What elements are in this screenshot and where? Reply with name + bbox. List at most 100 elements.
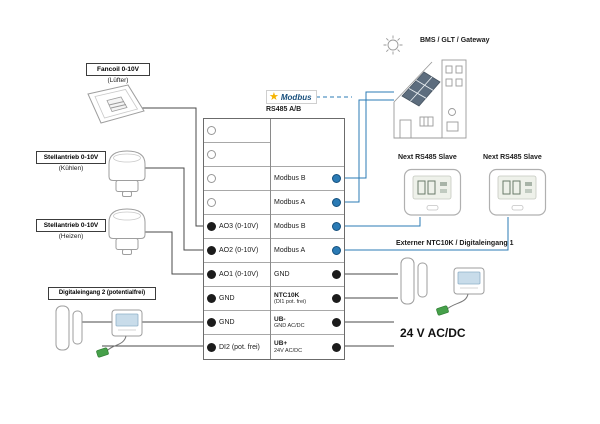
terminal-dot [207,270,216,279]
door-contact-left-illustration [55,305,143,358]
terminal-row-modbus-b2: Modbus B [271,215,344,239]
terminal-row-modbus-b: Modbus B [271,167,344,191]
modbus-star-icon: ★ [269,90,279,103]
terminal-label: GND [219,295,235,302]
terminal-dot [207,222,216,231]
bms-building-illustration [393,59,467,139]
terminal-row-spare [204,167,270,191]
door-contact-bar [417,262,428,298]
terminal-label: GND [274,271,290,278]
rs485-label: RS485 A/B [266,106,302,113]
actuator-dome [108,208,146,239]
terminal-dot [332,222,341,231]
sensor-cable [105,335,127,353]
fancoil-sublabel: (Lüfter) [107,76,129,84]
terminal-column-left: AO3 (0-10V) AO2 (0-10V) AO1 (0-10V) GND … [204,119,271,359]
terminal-label: Modbus B [274,175,306,182]
thermostat-1-illustration [403,168,462,216]
slave2-label: Next RS485 Slave [483,154,542,161]
terminal-row-modbus-a2: Modbus A [271,239,344,263]
terminal-dot [332,246,341,255]
thermostat-2-illustration [488,168,547,216]
terminal-block: AO3 (0-10V) AO2 (0-10V) AO1 (0-10V) GND … [203,118,345,360]
thermostat-display [497,175,537,200]
terminal-sublabel: 24V AC/DC [274,347,303,354]
wire-fancoil-ao3 [141,107,206,227]
terminal-label: AO2 (0-10V) [219,247,259,254]
wire-modbus-b-bms [344,91,394,179]
terminal-label: Modbus A [274,247,306,254]
terminal-label: Modbus A [274,199,306,206]
terminal-dot [207,198,216,207]
wire-cooling-ao2 [144,167,206,251]
modbus-logo-text: Modbus [280,92,312,102]
terminal-row-di2: DI2 (pot. frei) [204,335,270,359]
wire-modbus-a-slave [344,217,509,251]
terminal-row-ao1: AO1 (0-10V) [204,263,270,287]
bms-gateway-label: BMS / GLT / Gateway [420,37,490,44]
sensor-plug [96,347,109,358]
terminal-label: Modbus B [274,223,306,230]
terminal-label: AO1 (0-10V) [219,271,259,278]
actuator-heating-illustration [108,208,146,255]
sensor-cable [445,293,469,311]
wire-heating-ao1 [144,231,206,275]
sensor-plug [436,305,449,316]
terminal-dot [332,294,341,303]
sensor-display [457,271,481,285]
digital-input-label: Digitaleingang 2 (potentialfrei) [48,287,156,300]
slave1-label: Next RS485 Slave [398,154,457,161]
building-door [399,119,412,139]
terminal-dot [207,294,216,303]
terminal-label: DI2 (pot. frei) [219,343,260,351]
terminal-label: NTC10K [274,291,300,299]
terminal-dot [207,174,216,183]
terminal-label: UB- [274,315,286,323]
actuator-cooling-illustration [108,150,146,197]
terminal-row-gnd: GND [204,287,270,311]
terminal-dot [332,198,341,207]
terminal-sublabel: GND AC/DC [274,323,305,330]
fancoil-label: Fancoil 0-10V [86,63,150,76]
terminal-row-ub-minus: UB-GND AC/DC [271,311,344,335]
door-contact-bar [72,310,83,345]
terminal-dot [207,246,216,255]
terminal-dot [207,342,216,352]
external-sensor-illustration [400,257,485,316]
terminal-row-ao2: AO2 (0-10V) [204,239,270,263]
wire-modbus-a-bms [344,99,394,203]
roof-line [393,61,433,103]
power-supply-label: 24 V AC/DC [400,326,466,340]
terminal-row-gnd-right: GND [271,263,344,287]
terminal-row-ub-plus: UB+24V AC/DC [271,335,344,359]
thermostat-display [412,175,452,200]
terminal-dot [332,342,341,352]
terminal-sublabel: (DI1 pot. frei) [274,299,307,306]
terminal-row-gnd: GND [204,311,270,335]
door-contact-bar [400,257,415,305]
terminal-dot [332,270,341,279]
terminal-column-right: Modbus B Modbus A Modbus B Modbus A GND … [271,119,344,359]
sun-icon [383,35,403,55]
sensor-display [115,313,139,327]
modbus-logo: ★ Modbus [266,90,317,104]
actuator-base [115,238,139,250]
cooling-actuator-label: Stellantrieb 0-10V [36,151,106,164]
actuator-base [115,180,139,192]
building-body [393,102,442,139]
terminal-dot [332,174,341,183]
heating-actuator-label: Stellantrieb 0-10V [36,219,106,232]
fancoil-illustration [87,84,145,124]
terminal-row-ao3: AO3 (0-10V) [204,215,270,239]
door-contact-bar [55,305,70,351]
terminal-row-spare [204,143,270,167]
radiator-icon [419,116,434,127]
terminal-dot [207,150,216,159]
thermostat-button [426,205,439,211]
terminal-row-spare [204,191,270,215]
terminal-dot [332,318,341,327]
cooling-actuator-sublabel: (Kühlen) [58,165,84,172]
terminal-dot [207,318,216,327]
